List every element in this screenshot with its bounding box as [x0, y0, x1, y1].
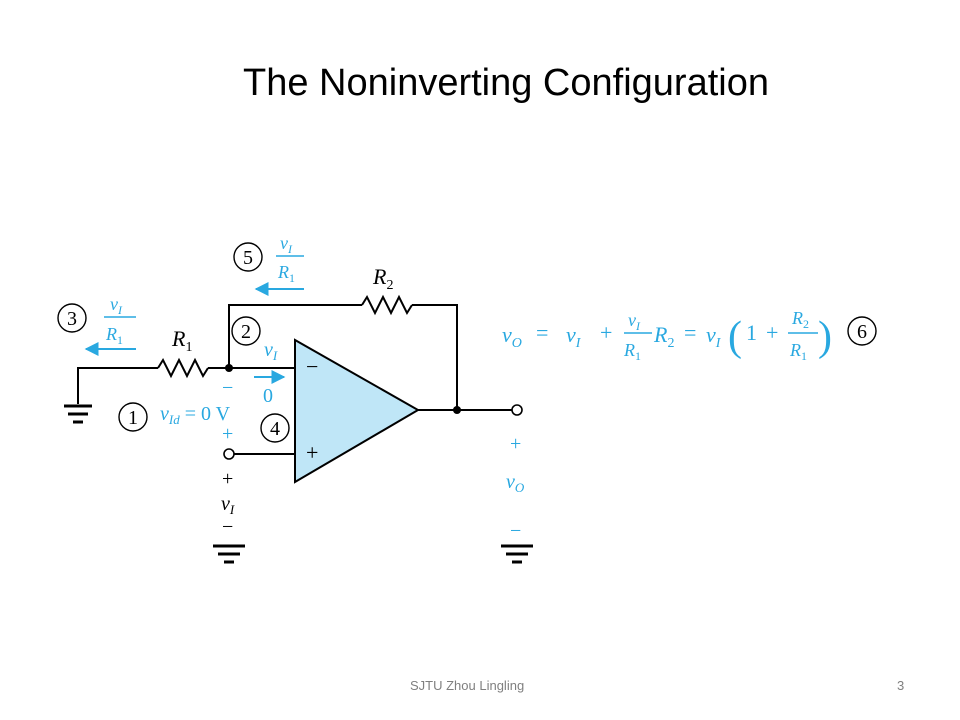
- junction-dot-output: [453, 406, 461, 414]
- svg-text:=: =: [536, 320, 548, 345]
- svg-text:5: 5: [243, 247, 253, 269]
- svg-text:4: 4: [270, 418, 280, 440]
- feedback-wire-out: [412, 304, 458, 410]
- svg-text:vI: vI: [706, 322, 722, 351]
- svg-text:2: 2: [241, 321, 251, 343]
- gain-equation: vO = vI + vI R1 R2 = vI ( 1 + R2 R1 ): [502, 308, 832, 363]
- svg-text:R1: R1: [623, 340, 641, 363]
- node-voltage-label: vI: [264, 339, 278, 363]
- r1-label: R1: [171, 326, 192, 355]
- input-plus-sign: +: [222, 468, 233, 490]
- output-plus-sign: +: [510, 433, 521, 455]
- svg-text:6: 6: [857, 321, 867, 343]
- svg-text:R1: R1: [105, 324, 123, 347]
- feedback-current-fraction: vI R1: [276, 233, 304, 285]
- svg-text:vI: vI: [566, 322, 582, 351]
- step-6-marker: 6: [847, 316, 877, 346]
- step-4-marker: 4: [260, 413, 290, 443]
- svg-text:R1: R1: [277, 262, 295, 285]
- svg-text:vI: vI: [628, 310, 641, 333]
- step-2-marker: 2: [231, 316, 261, 346]
- svg-text:vO: vO: [502, 322, 522, 351]
- svg-text:3: 3: [67, 308, 77, 330]
- svg-text:vI: vI: [280, 233, 293, 256]
- resistor-r1: [157, 357, 209, 379]
- circuit-wiring: [77, 294, 512, 455]
- step-5-marker: 5: [233, 242, 263, 272]
- op-amp-plus-sign: +: [306, 440, 318, 465]
- ground-wire-left: [77, 367, 158, 404]
- svg-text:=: =: [684, 320, 696, 345]
- step-3-marker: 3: [57, 303, 87, 333]
- output-terminal: [511, 404, 523, 416]
- feedback-wire: [228, 304, 362, 368]
- junction-dot-input: [225, 364, 233, 372]
- input-minus-sign: −: [222, 516, 233, 538]
- svg-text:vI: vI: [110, 294, 123, 317]
- op-amp-minus-sign: −: [306, 354, 318, 379]
- vid-label: vId = 0 V: [160, 403, 231, 427]
- ground-symbol-output: [501, 544, 533, 564]
- svg-text:R2: R2: [791, 308, 809, 331]
- svg-text:R2: R2: [653, 322, 674, 351]
- step-1-marker: 1: [118, 402, 148, 432]
- output-minus-sign: −: [510, 520, 521, 542]
- svg-text:+: +: [766, 320, 778, 345]
- svg-text:+: +: [600, 320, 612, 345]
- r2-label: R2: [372, 264, 393, 293]
- resistor-r2: [361, 294, 413, 316]
- footer-author: SJTU Zhou Lingling: [410, 678, 525, 693]
- zero-current-label: 0: [263, 385, 273, 407]
- input-voltage-label: vI: [221, 493, 235, 517]
- ground-symbol-left: [64, 404, 92, 424]
- footer-page-number: 3: [897, 678, 905, 693]
- vid-minus-sign: −: [222, 377, 233, 399]
- svg-text:1: 1: [128, 407, 138, 429]
- svg-text:R1: R1: [789, 340, 807, 363]
- vid-plus-sign: +: [222, 423, 233, 445]
- svg-text:1: 1: [746, 320, 757, 345]
- output-voltage-label: vO: [506, 471, 525, 495]
- r1-current-fraction: vI R1: [104, 294, 136, 347]
- op-amp-triangle: [294, 338, 421, 484]
- ground-symbol-input: [213, 544, 245, 564]
- slide-title: The Noninverting Configuration: [243, 62, 769, 104]
- svg-text:): ): [818, 314, 832, 360]
- svg-text:(: (: [728, 314, 742, 360]
- input-terminal: [223, 448, 235, 460]
